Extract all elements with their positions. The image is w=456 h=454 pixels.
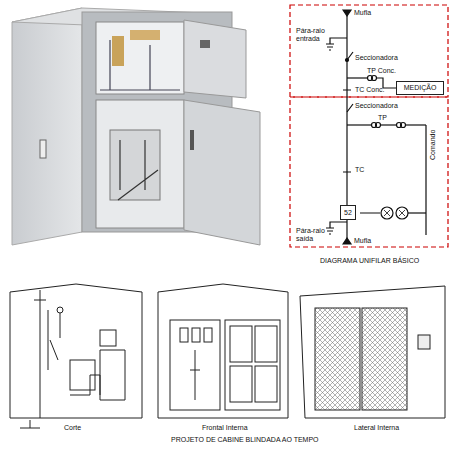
section-drawing [10, 284, 142, 428]
cabinet-photo [12, 8, 260, 245]
view-label: Corte [64, 424, 81, 432]
diagram-caption: DIAGRAMA UNIFILAR BÁSICO [320, 257, 419, 265]
side-drawing [300, 286, 445, 418]
single-line [326, 10, 426, 244]
device-box: MEDIÇÃO [396, 81, 444, 95]
component-label: Seccionadora [355, 54, 398, 62]
component-label: Mufla [354, 9, 371, 17]
view-label: Lateral Interna [354, 424, 399, 432]
component-label: Pára-raio entrada [296, 27, 332, 43]
component-label: TC [355, 166, 364, 174]
box-label: MEDIÇÃO [404, 84, 437, 92]
device-box: 52 [340, 205, 356, 220]
component-label: TP Conc. [367, 67, 396, 75]
component-label: Seccionadora [355, 102, 398, 110]
component-label: Pára-raio saída [296, 227, 332, 243]
component-label: Mufla [354, 237, 371, 245]
caption: PROJETO DE CABINE BLINDADA AO TEMPO [171, 436, 319, 444]
component-label: Comando [429, 130, 437, 160]
view-label: Frontal Interna [202, 424, 248, 432]
component-label: TC Conc. [355, 86, 385, 94]
component-label: TP [378, 114, 387, 122]
box-label: 52 [344, 209, 352, 217]
front-drawing [158, 284, 288, 418]
